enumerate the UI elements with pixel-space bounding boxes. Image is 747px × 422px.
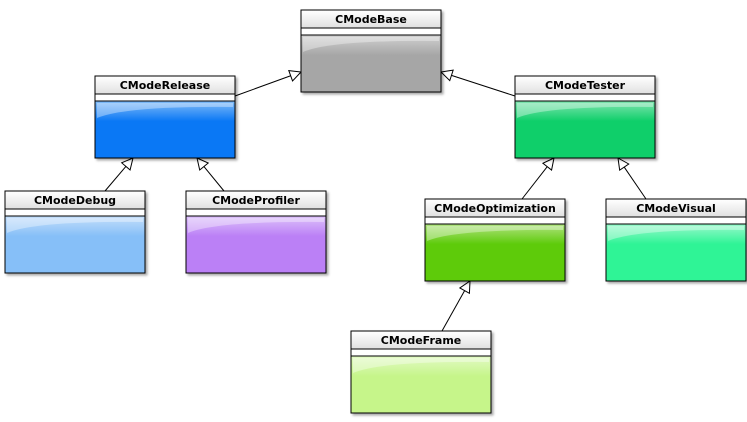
hollow-triangle-arrowhead-icon (288, 70, 303, 82)
inheritance-arrow-release-to-base (234, 70, 303, 97)
class-box-outline (185, 190, 327, 274)
gloss-highlight (303, 37, 439, 52)
class-box-base: CModeBase (300, 9, 442, 93)
inheritance-line (623, 166, 647, 200)
class-body (95, 101, 235, 158)
class-header (425, 199, 565, 217)
hollow-triangle-arrowhead-icon (458, 280, 471, 295)
class-box-release: CModeRelease (94, 75, 236, 159)
hollow-triangle-arrowhead-icon (196, 157, 210, 171)
class-box-visual: CModeVisual (605, 198, 747, 282)
class-name: CModeOptimization (434, 202, 556, 215)
class-body (515, 101, 655, 158)
gloss-highlight (7, 218, 143, 233)
inheritance-arrow-tester-to-base (439, 69, 516, 97)
class-name: CModeProfiler (212, 194, 300, 207)
gloss-highlight (353, 358, 489, 373)
hollow-triangle-arrowhead-icon (541, 157, 555, 171)
class-name: CModeDebug (34, 194, 116, 207)
gloss-highlight (97, 103, 233, 118)
class-name: CModeTester (545, 79, 626, 92)
inheritance-line (234, 75, 291, 97)
class-header (515, 76, 655, 94)
inheritance-line (441, 290, 466, 332)
class-header (301, 10, 441, 28)
inheritance-line (521, 166, 548, 200)
class-box-outline (350, 330, 492, 414)
class-box-outline (4, 190, 146, 274)
class-name: CModeFrame (381, 334, 462, 347)
class-body (351, 356, 491, 413)
inheritance-edges (104, 69, 647, 332)
class-name: CModeRelease (120, 79, 211, 92)
class-header (186, 191, 326, 209)
class-box-outline (605, 198, 747, 282)
gloss-highlight (188, 218, 324, 233)
class-header (95, 76, 235, 94)
class-box-tester: CModeTester (514, 75, 656, 159)
inheritance-line (203, 166, 225, 192)
class-box-frame: CModeFrame (350, 330, 492, 414)
gloss-highlight (608, 226, 744, 241)
gloss-highlight (517, 103, 653, 118)
class-body (301, 35, 441, 92)
class-header (606, 199, 746, 217)
hollow-triangle-arrowhead-icon (439, 69, 454, 82)
inheritance-arrow-optimization-to-tester (521, 157, 555, 200)
class-body (606, 224, 746, 281)
class-box-debug: CModeDebug (4, 190, 146, 274)
inheritance-arrow-debug-to-release (104, 157, 134, 192)
class-header (351, 331, 491, 349)
inheritance-arrow-frame-to-optimization (441, 280, 471, 332)
class-header (5, 191, 145, 209)
class-body (5, 216, 145, 273)
class-name: CModeVisual (636, 202, 716, 215)
class-box-outline (514, 75, 656, 159)
class-box-outline (300, 9, 442, 93)
class-box-profiler: CModeProfiler (185, 190, 327, 274)
inheritance-arrow-visual-to-tester (617, 157, 647, 200)
gloss-highlight (427, 226, 563, 241)
class-box-optimization: CModeOptimization (424, 198, 566, 282)
hollow-triangle-arrowhead-icon (120, 157, 134, 171)
class-box-outline (424, 198, 566, 282)
class-box-outline (94, 75, 236, 159)
hollow-triangle-arrowhead-icon (617, 157, 630, 172)
inheritance-line (104, 166, 127, 192)
inheritance-line (451, 74, 516, 97)
class-body (425, 224, 565, 281)
class-body (186, 216, 326, 273)
class-name: CModeBase (335, 13, 407, 26)
inheritance-arrow-profiler-to-release (196, 157, 225, 192)
